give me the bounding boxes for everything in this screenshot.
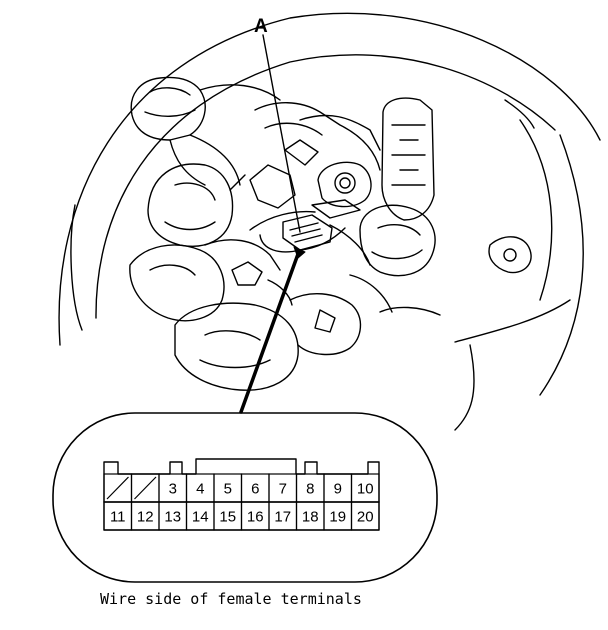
callout-label-a: A bbox=[254, 16, 268, 37]
connector-leader-line bbox=[239, 252, 300, 414]
pin-number-label: 10 bbox=[357, 481, 374, 498]
pin-number-label: 5 bbox=[224, 481, 232, 498]
pin-number-label: 11 bbox=[110, 509, 126, 526]
pin-number-label: 14 bbox=[192, 509, 209, 526]
connector-leader-arrowhead bbox=[293, 246, 306, 259]
hub-mechanism bbox=[229, 102, 381, 266]
connector-caption: Wire side of female terminals bbox=[100, 590, 362, 608]
unused-cavity-slash bbox=[106, 476, 129, 500]
pin-number-label: 16 bbox=[247, 509, 264, 526]
connector-a bbox=[282, 199, 361, 251]
connector-detail-bubble bbox=[52, 412, 438, 583]
callout-a-leader bbox=[262, 34, 301, 233]
pin-number-label: 4 bbox=[196, 481, 204, 498]
pin-number-label: 17 bbox=[274, 509, 291, 526]
steering-wheel-rim bbox=[58, 12, 601, 431]
pin-number-label: 3 bbox=[169, 481, 177, 498]
lower-spoke bbox=[129, 239, 441, 391]
pin-number-label: 7 bbox=[279, 481, 287, 498]
pin-number-label: 15 bbox=[219, 509, 236, 526]
pin-cavity bbox=[350, 501, 380, 531]
pin-number-label: 9 bbox=[334, 481, 342, 498]
pin-number-label: 19 bbox=[329, 509, 346, 526]
pin-number-label: 13 bbox=[164, 509, 181, 526]
connector-pin-grid: 3 4 5 6 7 8 9 10 11 12 13 14 15 16 17 18 19 20 bbox=[103, 473, 380, 531]
pin-number-label: 20 bbox=[357, 509, 374, 526]
right-rim-details bbox=[488, 99, 535, 274]
pin-number-label: 12 bbox=[137, 509, 154, 526]
pin-number-label: 6 bbox=[251, 481, 259, 498]
right-switch-cluster bbox=[359, 97, 436, 277]
pin-number-label: 8 bbox=[306, 481, 314, 498]
left-switch-cluster bbox=[130, 76, 281, 247]
unused-cavity-slash bbox=[134, 476, 157, 500]
pin-number-label: 18 bbox=[302, 509, 319, 526]
